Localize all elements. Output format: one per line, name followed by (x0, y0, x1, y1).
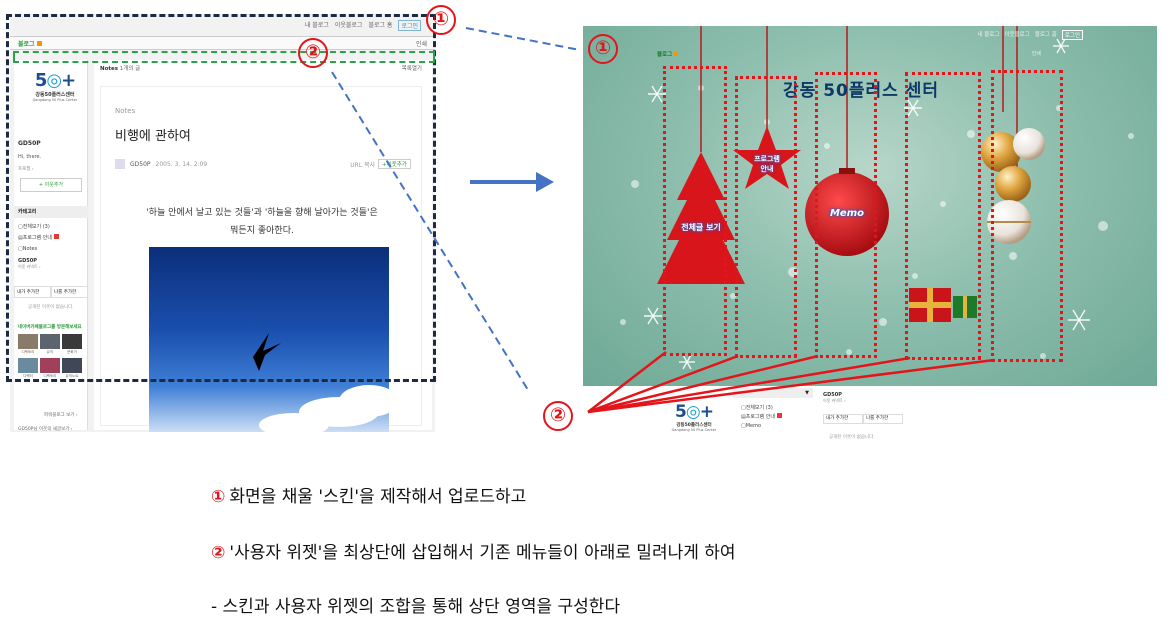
add-neighbor-button[interactable]: + 이웃추가 (20, 178, 82, 192)
category-item-memo[interactable]: ▢Memo (741, 423, 762, 429)
marker-one: ① (426, 5, 456, 35)
category-item-all[interactable]: ▢전체보기 (3) (741, 405, 773, 411)
profile-link[interactable]: 프로필 › (18, 167, 34, 172)
profile-username: GD50P (18, 140, 41, 147)
new-badge-icon (776, 413, 782, 418)
list-toggle-link[interactable]: 목록열기 (401, 66, 422, 72)
category-header[interactable]: ▼ (733, 388, 813, 398)
widget-region-2 (735, 76, 797, 358)
post-category[interactable]: Notes (115, 107, 136, 115)
tab-added-by-me[interactable]: 내가 추가한 (14, 286, 51, 298)
category-item-all[interactable]: ▢전체보기 (3) (18, 224, 50, 230)
category-item-program[interactable]: ▤프로그램 안내 (18, 233, 59, 244)
center-logo: 5◎+ 강동50플러스센터 Gangdong 50 Plus Center (671, 402, 717, 432)
category-list: ▢전체보기 (3) ▤프로그램 안내 ▢Memo (741, 404, 782, 431)
christmas-decoration (620, 26, 1134, 370)
marker-two: ② (298, 38, 328, 68)
nav-neighbor-blog[interactable]: 이웃블로그 (334, 22, 363, 29)
post-title: 비행에 관하여 (115, 129, 191, 144)
category-item-program[interactable]: ▤프로그램 안내 (741, 413, 782, 422)
skin-title: 강동 50플러스 센터 (783, 81, 939, 101)
post-author[interactable]: GD50P (130, 160, 151, 168)
nav-neighbor-blog[interactable]: 이웃블로그 (1004, 32, 1030, 38)
neighbor-widget: GD50P 이웃 커넥트 › (18, 258, 41, 269)
bird-icon (253, 333, 281, 371)
brand-badge-icon (36, 41, 42, 46)
neighbor-empty-text: 공개된 이웃이 없습니다. (28, 305, 74, 310)
snowflake-icon (1053, 38, 1069, 54)
friend-item[interactable]: 디렉토리 (18, 334, 38, 356)
category-item-notes[interactable]: ▢Notes (18, 246, 38, 252)
neighbor-tabs: 내가 추가한 나를 추가한 (823, 414, 903, 424)
skin-pushed-down-menu: 5◎+ 강동50플러스센터 Gangdong 50 Plus Center ▼ … (583, 386, 1157, 450)
arrow-right-icon (536, 172, 554, 192)
post-date: 2005. 3. 14. 2:09 (155, 160, 208, 168)
all-posts-tree-button[interactable]: 전체글 보기 (681, 223, 721, 232)
memo-ball-button[interactable]: Memo (829, 208, 865, 219)
blog-after-skin-screenshot: 내 블로그 이웃블로그 블로그 홈 로그인 블로그 인쇄 강동 50플러스 센터… (583, 26, 1157, 386)
neighbor-new-posts-link[interactable]: GD50P님 이웃의 새글보기 › (18, 427, 73, 432)
skin-area-highlight (6, 14, 436, 382)
neighbor-tabs: 내가 추가한 나를 추가한 (14, 286, 88, 298)
skin-blog-brand[interactable]: 블로그 (657, 50, 679, 58)
brand-badge-icon (674, 52, 679, 56)
notes-header: Notes 1개의 글 (100, 66, 141, 72)
neighbor-empty-text: 공개된 이웃이 없습니다. (829, 435, 875, 440)
friends-title: 네이버카페블로그를 방문해보세요 (18, 325, 82, 330)
skin-top-nav: 내 블로그 이웃블로그 블로그 홈 로그인 (977, 30, 1083, 40)
power-blog-link[interactable]: 파워블로그 보기 › (44, 413, 78, 418)
friend-item[interactable]: 뮤직 (40, 334, 60, 356)
category-list: ▢전체보기 (3) ▤프로그램 안내 ▢Notes (18, 222, 59, 255)
snowflake-icon (679, 354, 695, 370)
center-logo: 5◎+ 강동50플러스센터 Gangdong 50 Plus Center (32, 70, 78, 102)
friend-item[interactable]: 문화가 (62, 334, 82, 356)
friend-item[interactable]: 디렉터 (18, 358, 38, 380)
profile-greeting: Hi, there. (18, 154, 42, 160)
nav-login-button[interactable]: 로그인 (398, 20, 421, 31)
widget-area-highlight (13, 51, 435, 63)
nav-blog-home[interactable]: 블로그 홈 (1034, 32, 1057, 38)
caption-summary: - 스킨과 사용자 위젯의 조합을 통해 상단 영역을 구성한다 (211, 597, 621, 617)
blog-title-bar: 블로그 인쇄 (10, 36, 435, 50)
caption-step-2: ②'사용자 위젯'을 최상단에 삽입해서 기존 메뉴들이 아래로 밀려나게 하여 (211, 543, 736, 563)
marker-two: ② (543, 401, 573, 431)
widget-region-4 (905, 72, 981, 360)
category-header[interactable]: 카테고리 (14, 206, 88, 218)
author-avatar (115, 159, 125, 169)
post-body-line: 뭐든지 좋아한다. (230, 226, 294, 236)
widget-region-1 (663, 66, 727, 356)
print-link[interactable]: 인쇄 (415, 41, 427, 48)
friends-grid: 디렉토리 뮤직 문화가 디렉터 디렉토리 뮤직노트 (18, 334, 86, 380)
tab-added-me[interactable]: 나를 추가한 (863, 414, 903, 424)
snowflake-icon (1068, 309, 1090, 331)
widget-region-5 (991, 70, 1063, 362)
nav-login-button[interactable]: 로그인 (1061, 30, 1083, 40)
neighbor-widget: GD50P 이웃 커넥트 › (823, 392, 846, 403)
skin-print-link[interactable]: 인쇄 (1031, 51, 1041, 57)
blog-brand[interactable]: 블로그 (18, 39, 42, 48)
new-badge-icon (53, 234, 59, 239)
snowflake-icon (644, 307, 662, 325)
tab-added-by-me[interactable]: 내가 추가한 (823, 414, 863, 424)
friend-item[interactable]: 디렉토리 (40, 358, 60, 380)
nav-my-blog[interactable]: 내 블로그 (304, 22, 329, 29)
friend-item[interactable]: 뮤직노트 (62, 358, 82, 380)
marker-one: ① (588, 34, 618, 64)
blog-top-nav: 내 블로그 이웃블로그 블로그 홈 로그인 (305, 20, 421, 31)
nav-blog-home[interactable]: 블로그 홈 (368, 22, 393, 29)
nav-my-blog[interactable]: 내 블로그 (977, 32, 1000, 38)
blog-sidebar: 5◎+ 강동50플러스센터 Gangdong 50 Plus Center GD… (14, 60, 88, 432)
post-body-line: '하늘 안에서 날고 있는 것들'과 '하늘을 향해 날아가는 것들'은 (146, 208, 378, 218)
tab-added-me[interactable]: 나를 추가한 (51, 286, 88, 298)
widget-region-3 (815, 72, 877, 358)
